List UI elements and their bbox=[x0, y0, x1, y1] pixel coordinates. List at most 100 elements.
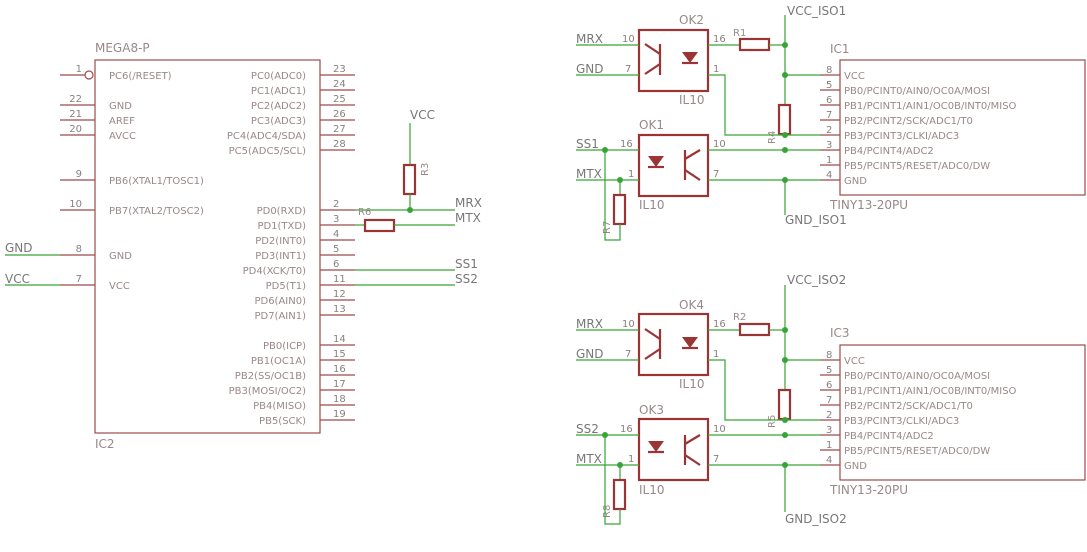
r6-label: R6 bbox=[358, 207, 371, 218]
tiny-pin-number: 1 bbox=[826, 155, 832, 166]
ok3-pin1: 1 bbox=[628, 454, 634, 465]
ok1-pin10: 10 bbox=[713, 139, 726, 150]
ic1-value: TINY13-20PU bbox=[829, 198, 908, 212]
junction bbox=[782, 462, 788, 468]
ic2-pin-number: 8 bbox=[76, 244, 82, 255]
net-mtx-2-label: MTX bbox=[576, 452, 602, 466]
junction bbox=[782, 177, 788, 183]
ok4-led bbox=[682, 337, 698, 348]
ic2-pin-label: PB2(SS/OC1B) bbox=[235, 371, 306, 382]
ok3-pin16: 16 bbox=[620, 424, 633, 435]
ok3-label: OK3 bbox=[639, 403, 664, 417]
tiny-pin-number: 3 bbox=[826, 140, 832, 151]
ok3-collector bbox=[684, 434, 701, 445]
net-ss2-label: SS2 bbox=[455, 272, 478, 286]
ok1-collector bbox=[684, 149, 701, 160]
ok4-collector bbox=[644, 328, 661, 340]
tiny-pin-number: 5 bbox=[826, 365, 832, 376]
ic2-pin-number: 4 bbox=[333, 229, 339, 240]
ic2-pin-label: PC3(ADC3) bbox=[251, 116, 306, 127]
ok3-emitter bbox=[684, 454, 701, 466]
r7-label: R7 bbox=[602, 221, 613, 234]
r4 bbox=[777, 103, 792, 136]
ok1-pin1: 1 bbox=[628, 169, 634, 180]
net-vcc-label: VCC bbox=[5, 272, 30, 286]
tiny-pin-label: PB5/PCINT5/RESET/ADC0/DW bbox=[844, 446, 990, 457]
ic2-pin-number: 22 bbox=[69, 94, 82, 105]
r4-label: R4 bbox=[767, 131, 778, 144]
net-gnd-2-label: GND bbox=[576, 347, 604, 361]
r8-label: R8 bbox=[602, 505, 613, 518]
net-vcc-iso1-label: VCC_ISO1 bbox=[787, 4, 846, 18]
ok4-label: OK4 bbox=[679, 298, 704, 312]
ic3-pins: 8VCC5PB0/PCINT0/AIN0/OC0A/MOSI6PB1/PCINT… bbox=[820, 350, 1017, 472]
ic2-pin-label: PD7(AIN1) bbox=[254, 311, 306, 322]
ic2-pin-label: PC4(ADC4/SDA) bbox=[227, 131, 306, 142]
tiny-pin-number: 6 bbox=[826, 95, 832, 106]
ok2-pin10: 10 bbox=[622, 34, 635, 45]
r5 bbox=[777, 388, 792, 421]
tiny-pin-number: 7 bbox=[826, 395, 832, 406]
tiny-pin-label: PB4/PCINT4/ADC2 bbox=[844, 431, 934, 442]
ic2-pin-number: 10 bbox=[69, 199, 82, 210]
net-gnd-iso2-label: GND_ISO2 bbox=[785, 512, 847, 526]
ic2-body bbox=[94, 59, 321, 434]
ic3-value: TINY13-20PU bbox=[829, 483, 908, 497]
tiny-pin-number: 4 bbox=[826, 170, 832, 181]
ic2-value: MEGA8-P bbox=[95, 41, 150, 55]
tiny-pin-label: GND bbox=[844, 461, 867, 472]
ok2-pin1: 1 bbox=[713, 64, 719, 75]
ic2-pin-label: GND bbox=[109, 251, 132, 262]
net-ss2-1-label: SS2 bbox=[576, 422, 599, 436]
ic2-pin-label: PD4(XCK/T0) bbox=[243, 266, 306, 277]
ok2-led bbox=[682, 52, 698, 63]
tiny-pin-label: PB2/PCINT2/SCK/ADC1/T0 bbox=[844, 116, 973, 127]
net-mrx-label: MRX bbox=[455, 196, 482, 210]
tiny-pin-number: 6 bbox=[826, 380, 832, 391]
ic2-pin-label: AREF bbox=[109, 116, 135, 127]
ic2-pin-label: PD1(TXD) bbox=[257, 221, 306, 232]
ic2-name: IC2 bbox=[95, 437, 115, 451]
ic2-pin-number: 21 bbox=[69, 109, 82, 120]
net-vcc-r3-label: VCC bbox=[410, 108, 435, 122]
r2-label: R2 bbox=[733, 312, 746, 323]
ic2-pin-number: 2 bbox=[333, 199, 339, 210]
ok2-emitter bbox=[644, 63, 661, 75]
ok4-pin1: 1 bbox=[713, 349, 719, 360]
ic3-tiny13: IC3 TINY13-20PU 8VCC5PB0/PCINT0/AIN0/OC0… bbox=[820, 326, 1086, 497]
r3-label: R3 bbox=[420, 163, 431, 176]
ok4-optocoupler: OK4 IL10 bbox=[637, 298, 710, 391]
ok1-pin16: 16 bbox=[620, 139, 633, 150]
ic2-left-pins: 1PC6(/RESET)22GND21AREF20AVCC9PB6(XTAL1/… bbox=[60, 64, 204, 292]
ic2-pin-number: 25 bbox=[333, 94, 346, 105]
r3 bbox=[402, 163, 417, 196]
r1 bbox=[738, 37, 771, 52]
ok4-pin7: 7 bbox=[625, 349, 631, 360]
tiny-pin-number: 2 bbox=[826, 125, 832, 136]
ic2-pin-number: 27 bbox=[333, 124, 346, 135]
junction bbox=[782, 42, 788, 48]
tiny-pin-label: PB4/PCINT4/ADC2 bbox=[844, 146, 934, 157]
ok2-value: IL10 bbox=[679, 93, 705, 107]
junction bbox=[782, 432, 788, 438]
ok4-pb3-wire bbox=[708, 359, 820, 421]
ic2-right-pins: 23PC0(ADC0)24PC1(ADC1)25PC2(ADC2)26PC3(A… bbox=[227, 64, 355, 427]
ok2-body bbox=[637, 28, 710, 93]
ic2-pin-label: PC2(ADC2) bbox=[251, 101, 306, 112]
ic2-pin-label: PB1(OC1A) bbox=[251, 356, 306, 367]
ic2-pin-number: 15 bbox=[333, 349, 346, 360]
r1-label: R1 bbox=[733, 28, 746, 39]
ic3-body bbox=[839, 344, 1086, 481]
ok3-value: IL10 bbox=[639, 483, 665, 497]
tiny-pin-label: PB2/PCINT2/SCK/ADC1/T0 bbox=[844, 401, 973, 412]
ic2-pin-number: 24 bbox=[333, 79, 346, 90]
ok4-emitter bbox=[644, 348, 661, 360]
ic2-pin-number: 11 bbox=[333, 274, 346, 285]
ic2-pin-number: 23 bbox=[333, 64, 346, 75]
ic2-pin-label: PD6(AIN0) bbox=[254, 296, 306, 307]
ok3-pin10: 10 bbox=[713, 424, 726, 435]
r5-label: R5 bbox=[767, 415, 778, 428]
ok1-value: IL10 bbox=[639, 198, 665, 212]
channel-1: OK2 IL10 MRX 10 GND 7 16 1 R1 VCC_ISO1 R… bbox=[576, 4, 1086, 241]
